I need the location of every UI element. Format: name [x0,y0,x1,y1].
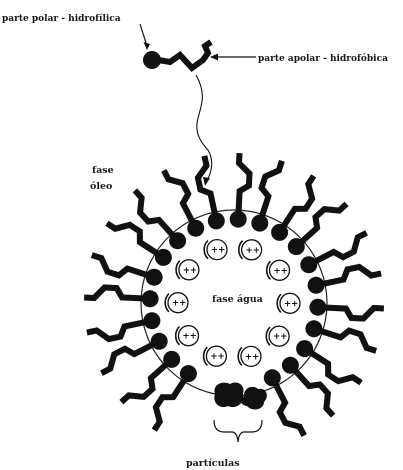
counter-ion-charge: ++ [183,332,197,342]
counter-ion-charge: ++ [172,299,186,309]
surfactant-head [296,340,313,357]
surfactant-head [142,290,159,307]
surfactant-tail [283,176,314,228]
counter-ion: ++ [204,240,227,260]
surfactant-tail [107,223,158,254]
surfactant-tail [164,170,193,223]
counter-ion: ++ [266,326,289,346]
surfactant-tail [262,161,282,218]
particles-label: partículas [186,458,240,469]
surfactant-head [208,212,225,229]
surfactant-tail [310,352,362,383]
surfactant-tail [84,288,144,299]
apolar-label-arrow [210,54,256,61]
surfactant-head [187,220,204,237]
apolar-part-label: parte apolar - hidrofóbica [258,53,388,64]
counter-ion: ++ [238,346,261,366]
single-surfactant-molecule [143,42,211,69]
counter-ion-charge: ++ [245,352,259,362]
surfactant-tail [314,233,367,262]
counter-ion: ++ [165,293,188,313]
counter-ion-charge: ++ [284,299,298,309]
particle [241,387,267,410]
oil-phase-label-line1: fase [92,165,114,176]
surfactant-tail [275,383,304,436]
surfactant-tail [101,344,153,373]
surfactant-head [288,238,305,255]
counter-ion: ++ [239,240,262,260]
surfactant-tail [198,156,215,215]
counter-ion-charge: ++ [210,352,224,362]
surfactant-head [163,351,180,368]
apolar-tail [158,42,211,68]
counter-ion: ++ [267,260,290,280]
particle [214,382,243,407]
counter-ion: ++ [176,260,199,280]
particles [214,382,267,409]
counter-ion: ++ [204,346,227,366]
surfactant-tail [239,153,250,213]
counter-ion-charge: ++ [273,332,287,342]
surfactant-head [271,224,288,241]
surfactant-tail [92,255,149,275]
surfactant-tail [87,322,146,339]
surfactant-head [155,249,172,266]
surfactant-head [169,232,186,249]
surfactant-head [230,211,247,228]
surfactant-tail [320,331,377,351]
surfactant-head [308,277,325,294]
surfactant-head [305,320,322,337]
counter-ion-charge: ++ [183,266,197,276]
surfactant-head [309,299,326,316]
particles-brace [214,420,262,442]
surfactant-tail [324,308,384,319]
counter-ion: ++ [176,326,199,346]
surfactant-head [264,369,281,386]
polar-label-arrow [140,24,150,50]
counter-ion-charge: ++ [211,246,225,256]
oil-phase-label-line2: óleo [90,181,112,192]
surfactant-tail [322,267,381,284]
surfactant-head [151,333,168,350]
water-phase-label: fase água [212,294,263,305]
polar-part-label: parte polar - hidrofílica [2,13,121,24]
surfactant-tail [154,379,185,431]
counter-ion: ++ [277,293,300,313]
surfactant-head [180,365,197,382]
surfactant-head [143,312,160,329]
counter-ion-charge: ++ [274,266,288,276]
counter-ion-charge: ++ [246,246,260,256]
surfactant-head [282,357,299,374]
surfactant-head [146,269,163,286]
surfactant-head [251,215,268,232]
surfactant-head [300,256,317,273]
